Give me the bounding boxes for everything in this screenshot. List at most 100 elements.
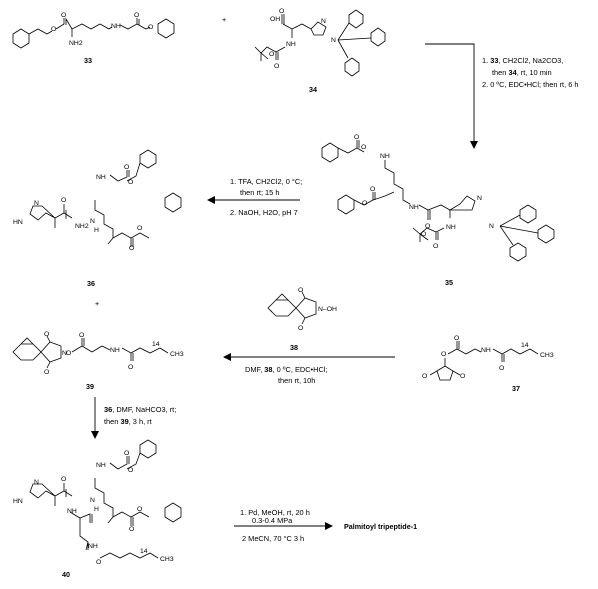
atom-nh: NH <box>110 347 120 354</box>
atom-nh: NH <box>96 174 106 181</box>
atom-o: O <box>96 559 101 566</box>
structure-34: O OH NH O O N N 34 <box>254 8 386 94</box>
arrowhead-step-2 <box>207 196 215 204</box>
atom-o: O <box>279 8 284 15</box>
compound-label-39: 39 <box>86 382 94 391</box>
atom-n: N <box>90 218 95 225</box>
product-label: Palmitoyl tripeptide-1 <box>344 522 417 531</box>
structure-36: NH O O O NH2 N H HN N O O 36 <box>13 149 182 288</box>
atom-o: O <box>274 63 279 70</box>
atom-ch3: CH3 <box>160 556 174 563</box>
atom-o: O <box>362 200 367 207</box>
atom-n: N <box>34 479 39 486</box>
atom-nh2: NH2 <box>75 223 89 230</box>
compound-label-34: 34 <box>309 85 317 94</box>
atom-o: O <box>499 365 504 372</box>
atom-o: O <box>44 369 49 376</box>
atom-o: O <box>128 364 133 371</box>
atom-o: O <box>269 51 274 58</box>
atom-o: O <box>51 26 56 33</box>
structure-40: NH O O O N H HN N O O NH NH O 14 CH3 40 <box>13 439 182 579</box>
atom-o: O <box>66 350 71 357</box>
atom-o: O <box>137 506 142 513</box>
atom-n: N <box>34 200 39 207</box>
step3-line1: DMF, 38, 0 ºC, EDC•HCl; <box>245 365 328 374</box>
arrowhead-step-5 <box>325 522 333 530</box>
step5-line1: 1. Pd, MeOH, rt, 20 h <box>240 508 310 517</box>
step4-line2: then 39, 3 h, rt <box>104 417 152 426</box>
atom-o: O <box>128 467 133 474</box>
atom-n: N <box>62 350 67 357</box>
atom-n: N <box>90 497 95 504</box>
atom-o: O <box>61 197 66 204</box>
step1-line2: then 34, rt, 10 min <box>492 68 552 77</box>
atom-o: O <box>361 144 366 151</box>
atom-n: N <box>331 37 336 44</box>
atom-o: O <box>454 335 459 342</box>
atom-nh: NH <box>88 543 98 550</box>
atom-ch3: CH3 <box>170 351 184 358</box>
atom-o: O <box>422 373 427 380</box>
atom-o: O <box>61 476 66 483</box>
atom-nh2: NH2 <box>69 40 83 47</box>
atom-o: O <box>148 24 153 31</box>
atom-nh: NH <box>446 224 456 231</box>
plus-sign-2: + <box>95 299 99 308</box>
atom-n-oh: N–OH <box>318 306 337 313</box>
compound-label-40: 40 <box>62 570 70 579</box>
structure-38: O O N–OH 38 <box>267 287 337 352</box>
step1-line3: 2. 0 ºC, EDC•HCl; then rt, 6 h <box>482 80 578 89</box>
atom-n: N <box>477 195 482 202</box>
atom-n: N <box>321 18 326 25</box>
arrowhead-step-4 <box>91 431 99 439</box>
atom-hn: HN <box>13 219 23 226</box>
step2-line3: 2. NaOH, H2O, pH 7 <box>230 208 298 217</box>
atom-o: O <box>298 325 303 332</box>
atom-o: O <box>129 245 134 252</box>
atom-o: O <box>134 12 139 19</box>
atom-nh: NH <box>111 23 121 30</box>
atom-o: O <box>61 12 66 19</box>
atom-o: O <box>128 179 133 186</box>
atom-hn: HN <box>13 498 23 505</box>
atom-o: O <box>79 332 84 339</box>
atom-o: O <box>460 373 465 380</box>
compound-label-38: 38 <box>290 343 298 352</box>
atom-o: O <box>441 351 446 358</box>
structure-39: O O N O O NH O 14 CH3 39 <box>12 331 184 391</box>
compound-label-36: 36 <box>87 279 95 288</box>
atom-o: O <box>44 331 49 338</box>
atom-o: O <box>425 223 430 230</box>
atom-o: O <box>124 450 129 457</box>
compound-label-35: 35 <box>445 278 453 287</box>
atom-nh: NH <box>409 204 419 211</box>
subscript-14: 14 <box>152 341 160 348</box>
compound-label-37: 37 <box>512 384 520 393</box>
step4-line1: 36, DMF, NaHCO3, rt; <box>104 405 176 414</box>
atom-o: O <box>129 526 134 533</box>
atom-o: O <box>137 225 142 232</box>
atom-o: O <box>354 134 359 141</box>
plus-sign-1: + <box>222 15 226 24</box>
arrowhead-step-3 <box>223 353 231 361</box>
atom-h: H <box>94 506 99 513</box>
step5-line2: 0.3-0.4 MPa <box>252 516 293 525</box>
arrow-step-1 <box>425 43 475 148</box>
structure-33: O O NH2 NH O O 33 <box>12 12 175 65</box>
subscript-14: 14 <box>521 342 529 349</box>
atom-nh: NH <box>380 153 390 160</box>
atom-o: O <box>370 186 375 193</box>
atom-n: N <box>489 223 494 230</box>
step5-line3: 2 MeCN, 70 °C 3 h <box>242 534 304 543</box>
atom-nh: NH <box>96 462 106 469</box>
atom-o: O <box>433 243 438 250</box>
step2-line1: 1. TFA, CH2Cl2, 0 °C; <box>230 177 302 186</box>
step2-line2: then rt; 15 h <box>240 188 279 197</box>
structure-37: O O O O NH O 14 CH3 37 <box>422 335 554 393</box>
arrowhead-step-1 <box>470 141 478 149</box>
atom-h: H <box>94 227 99 234</box>
step3-line2: then rt, 10h <box>278 376 315 385</box>
structure-35: O O NH O O NH O NH O O N N 35 <box>321 134 555 287</box>
subscript-14: 14 <box>140 548 148 555</box>
